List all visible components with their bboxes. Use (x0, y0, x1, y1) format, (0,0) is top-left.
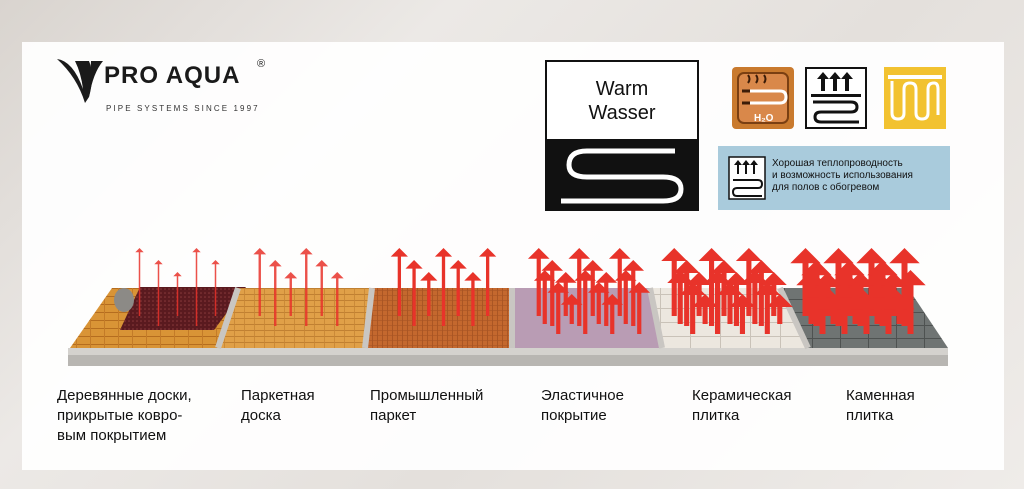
heater-h2o-icon: H₂O (732, 67, 794, 129)
heat-arrow-icon (554, 272, 577, 316)
heat-arrow-icon (704, 270, 731, 334)
heat-arrow-icon (173, 272, 182, 316)
floor-heating-arrows-icon (805, 67, 867, 129)
heat-arrow-icon (823, 248, 854, 326)
heat-arrow-icon (315, 260, 329, 316)
caption-elastic: Эластичное покрытие (541, 387, 624, 424)
heat-arrow-icon (601, 294, 624, 334)
heat-arrow-icon (608, 248, 631, 316)
heat-arrow-icon (253, 248, 267, 316)
heat-arrow-icon (284, 272, 298, 316)
heat-arrow-icon (420, 272, 438, 316)
heat-arrow-icon (479, 248, 497, 316)
floor-section-parquet (218, 288, 372, 348)
heat-arrow-icon (667, 270, 694, 324)
heat-arrow-icon (434, 248, 453, 326)
pipe-symbol-background (547, 139, 697, 211)
info-line-3: для полов с обогревом (772, 182, 880, 193)
yellow-heating-loops-icon (884, 67, 946, 129)
caption-ceramic: Керамическая плитка (692, 387, 792, 424)
heat-arrow-icon (829, 270, 860, 334)
heat-arrow-icon (135, 248, 144, 316)
warm-wasser-badge: Warm Wasser (545, 60, 699, 211)
heat-arrow-icon (884, 294, 915, 324)
heat-arrow-icon (541, 260, 564, 326)
heat-arrow-icon (614, 270, 637, 324)
heat-arrow-icon (464, 272, 482, 326)
heat-arrow-icon (527, 248, 550, 316)
h2o-label: H₂O (754, 113, 774, 124)
heat-arrow-icon (741, 270, 768, 324)
heating-info-icon (728, 156, 766, 200)
caption-wood-carpet: Деревянные доски, прикрытые ковро- вым п… (57, 387, 192, 444)
pro-aqua-logo-icon (57, 59, 103, 103)
brand-tagline: PIPE SYSTEMS SINCE 1997 (106, 104, 260, 113)
info-line-2: и возможность использования (772, 170, 913, 181)
heat-arrow-icon (449, 260, 467, 316)
wasser-label: Wasser (588, 102, 656, 124)
heat-arrow-icon (547, 282, 570, 334)
section-separators (215, 286, 811, 350)
heat-arrow-icon (851, 294, 882, 334)
caption-parquet: Паркетная доска (241, 387, 315, 424)
heat-arrow-icon (889, 248, 920, 326)
warm-label: Warm (595, 78, 649, 100)
heat-arrow-icon (628, 282, 651, 334)
info-line-1: Хорошая теплопроводность (772, 158, 903, 169)
heat-arrow-icon (818, 294, 849, 324)
heat-arrow-icon (405, 260, 423, 326)
heat-arrow-icon (211, 260, 220, 316)
heat-arrows (135, 248, 926, 334)
registered-mark: ® (257, 58, 266, 70)
heat-arrow-icon (587, 282, 610, 324)
heat-arrow-icon (723, 272, 750, 326)
carpet-roll (114, 288, 134, 312)
heat-arrow-icon (574, 270, 597, 334)
heat-arrow-icon (560, 294, 583, 324)
heat-arrow-icon (698, 248, 725, 326)
heat-arrow-icon (692, 294, 719, 324)
heat-arrow-icon (192, 248, 201, 326)
heat-arrow-icon (390, 248, 408, 316)
heat-arrow-icon (679, 282, 706, 334)
heat-arrow-icon (595, 272, 618, 326)
heat-arrow-icon (729, 294, 756, 334)
concrete-slab-edge (68, 348, 948, 355)
caption-industrial-parquet: Промышленный паркет (370, 387, 484, 424)
heat-arrow-icon (622, 260, 645, 326)
heat-arrow-icon (154, 260, 163, 326)
info-text: Хорошая теплопроводность и возможность и… (772, 158, 913, 194)
info-box: Хорошая теплопроводность и возможность и… (718, 146, 950, 210)
heat-arrow-icon (717, 282, 743, 324)
heat-arrow-icon (895, 270, 926, 334)
caption-stone: Каменная плитка (846, 387, 915, 424)
floor-section-industrial-parquet (365, 288, 512, 348)
pipe-loop-icon (561, 148, 684, 204)
concrete-slab-front (68, 355, 948, 366)
heat-arrow-icon (268, 260, 282, 326)
heat-arrow-icon (840, 282, 871, 324)
brand-name: PRO AQUA (104, 62, 241, 89)
heat-arrow-icon (568, 248, 591, 326)
heat-arrow-icon (299, 248, 313, 326)
heat-arrow-icon (754, 282, 781, 334)
heat-arrow-icon (330, 272, 344, 326)
carpet-covering (120, 287, 246, 330)
heat-arrow-icon (533, 270, 556, 324)
heat-arrow-icon (766, 294, 793, 324)
